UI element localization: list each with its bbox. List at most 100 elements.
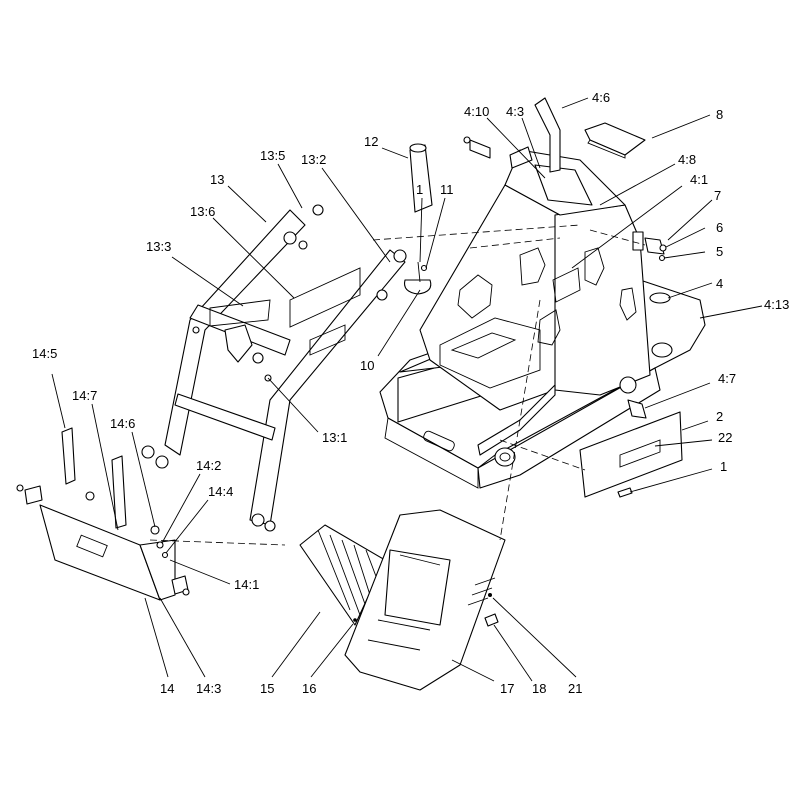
- callout-6: 6: [716, 220, 723, 235]
- pin-13-2: [393, 249, 407, 263]
- callout-18: 18: [532, 681, 546, 696]
- pin-arm-mid: [376, 289, 388, 301]
- leader-2: [681, 420, 709, 431]
- callout-14-7: 14:7: [72, 388, 97, 403]
- leader-4-1: [571, 185, 683, 269]
- leader-15: [271, 611, 321, 678]
- callout-4-1: 4:1: [690, 172, 708, 187]
- decal-22: [619, 439, 661, 468]
- callout-7: 7: [714, 188, 721, 203]
- leader-4-13: [699, 305, 763, 319]
- center-line-2: [469, 237, 561, 249]
- leader-4-6: [561, 97, 589, 109]
- leader-13-5: [277, 163, 303, 209]
- leader-13-2: [321, 167, 391, 263]
- side-washer: [658, 254, 666, 262]
- leader-4-8: [599, 163, 676, 206]
- control-handle: [534, 97, 561, 173]
- crossbar-lower: [174, 393, 276, 441]
- leader-17: [451, 659, 495, 682]
- pin-10-shaft: [417, 261, 421, 283]
- pin-13-5b: [312, 204, 324, 216]
- callout-4-6: 4:6: [592, 90, 610, 105]
- center-line-shield: [499, 299, 541, 541]
- frame-boss: [651, 342, 673, 358]
- leader-14-5: [51, 373, 66, 429]
- grease-fitting-arm: [192, 326, 200, 334]
- grommet-18: [484, 613, 499, 627]
- shields-15-17: [299, 509, 506, 691]
- callout-14-1: 14:1: [234, 577, 259, 592]
- leader-7: [667, 199, 713, 241]
- leader-1-top: [419, 197, 423, 263]
- decal-13-3: [209, 299, 271, 327]
- pin-13-5c: [298, 240, 308, 250]
- top-bracket: [509, 146, 533, 169]
- callout-4-10: 4:10: [464, 104, 489, 119]
- loader-arms-13: [141, 204, 407, 532]
- center-lines: [149, 224, 646, 546]
- callout-10: 10: [360, 358, 374, 373]
- leader-5: [663, 251, 706, 259]
- tower-floor-plate: [450, 332, 517, 359]
- center-line-pivot: [372, 224, 581, 241]
- tower-window-3: [584, 247, 605, 286]
- attach-plate-slot: [76, 534, 108, 558]
- frame-oval-hole: [649, 292, 671, 304]
- center-line-side: [589, 229, 646, 246]
- callout-14: 14: [160, 681, 174, 696]
- control-panel: [534, 164, 593, 206]
- callout-4: 4: [716, 276, 723, 291]
- leader-14-4: [165, 499, 209, 554]
- leader-13-1: [267, 377, 319, 433]
- leader-18: [493, 624, 533, 682]
- callout-4-8: 4:8: [678, 152, 696, 167]
- center-line-attach: [149, 539, 286, 546]
- top-bolt-head: [463, 136, 471, 144]
- parts-10-11-12: [403, 143, 433, 295]
- side-block: [632, 231, 644, 251]
- callout-21: 21: [568, 681, 582, 696]
- center-line-panel: [499, 439, 586, 471]
- callout-13-5: 13:5: [260, 148, 285, 163]
- attach-plate-14-shape: [39, 504, 161, 601]
- callout-16: 16: [302, 681, 316, 696]
- leader-14-7: [91, 403, 119, 531]
- leader-16: [310, 623, 354, 678]
- pin-13-5: [283, 231, 297, 245]
- leader-4-7: [644, 382, 711, 409]
- plate-8: [584, 122, 646, 159]
- pin-14-left: [24, 485, 43, 505]
- frame-slot: [423, 430, 455, 452]
- clip-11: [420, 264, 428, 272]
- callout-1-top: 1: [416, 182, 423, 197]
- callout-13: 13: [210, 172, 224, 187]
- frame-base-front-edge: [384, 417, 479, 489]
- leader-14-3: [159, 597, 206, 678]
- callout-2: 2: [716, 409, 723, 424]
- leader-4-10: [486, 117, 546, 179]
- spring-14-6: [150, 525, 160, 535]
- frame-pivot-hole-2: [619, 376, 637, 394]
- cylinder-12: [409, 144, 433, 213]
- pin-arm-left-low: [141, 445, 155, 459]
- callout-13-1: 13:1: [322, 430, 347, 445]
- side-fitting: [644, 237, 665, 255]
- fastener-16: [353, 618, 357, 622]
- handle-14-7: [111, 455, 127, 529]
- spring-14-7: [85, 491, 95, 501]
- tower-floor: [439, 317, 541, 389]
- callout-5: 5: [716, 244, 723, 259]
- leader-13: [227, 185, 267, 223]
- callout-13-6: 13:6: [190, 204, 215, 219]
- leader-11: [425, 197, 446, 269]
- leader-12: [381, 147, 409, 159]
- shield-15-slats: [317, 529, 386, 621]
- plate-8-edge: [587, 139, 626, 159]
- pin-arm-right-low-2: [264, 520, 276, 532]
- callout-13-3: 13:3: [146, 239, 171, 254]
- callout-14-2: 14:2: [196, 458, 221, 473]
- callout-4-3: 4:3: [506, 104, 524, 119]
- side-nut: [659, 244, 667, 252]
